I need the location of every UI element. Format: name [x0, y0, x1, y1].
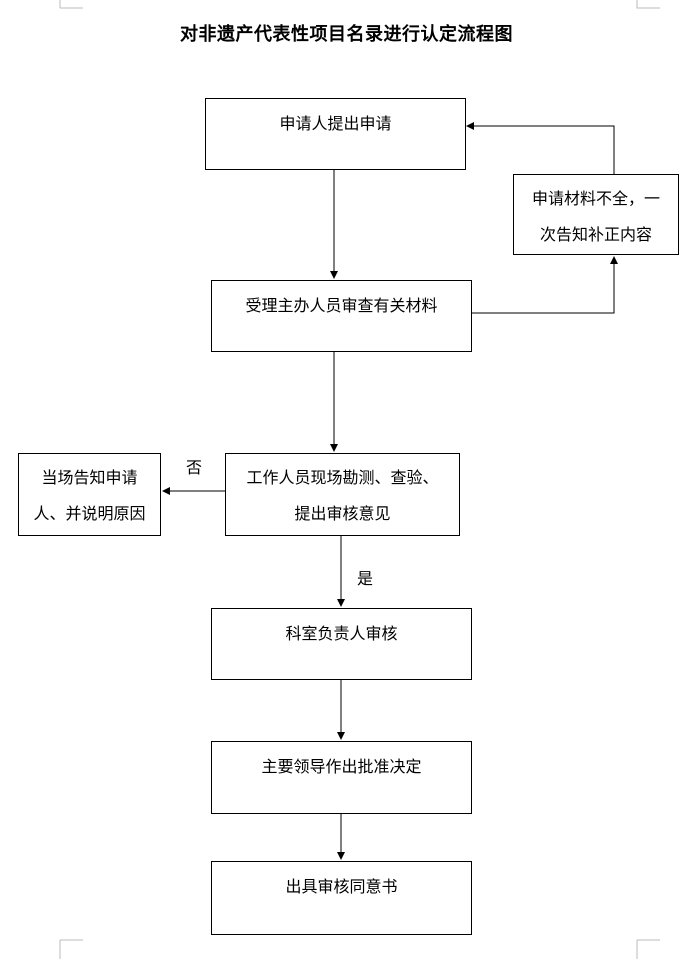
node-inspect-line1: 工作人员现场勘测、查验、	[246, 468, 439, 487]
node-inspect-line2: 提出审核意见	[294, 504, 391, 523]
node-accept-text: 受理主办人员审查有关材料	[245, 296, 438, 315]
edge-label-no: 否	[186, 458, 203, 477]
arrow-incomplete-to-apply	[466, 122, 615, 174]
node-section-review: 科室负责人审核	[211, 608, 472, 680]
node-issue-text: 出具审核同意书	[285, 877, 398, 896]
node-inspect: 工作人员现场勘测、查验、 提出审核意见	[225, 453, 460, 536]
node-incomplete-line1: 申请材料不全，一	[531, 189, 660, 208]
arrow-accept-to-incomplete	[471, 256, 618, 314]
node-incomplete-line2: 次告知补正内容	[539, 225, 652, 244]
edge-label-yes: 是	[357, 569, 374, 588]
node-accept: 受理主办人员审查有关材料	[211, 280, 472, 352]
diagram-title: 对非遗产代表性项目名录进行认定流程图	[180, 24, 513, 45]
node-leader-decision: 主要领导作出批准决定	[211, 741, 472, 814]
node-incomplete: 申请材料不全，一 次告知补正内容	[513, 174, 679, 255]
node-section-review-text: 科室负责人审核	[285, 624, 398, 643]
node-issue: 出具审核同意书	[211, 861, 472, 935]
node-reject: 当场告知申请 人、并说明原因	[18, 453, 161, 536]
node-leader-decision-text: 主要领导作出批准决定	[261, 757, 422, 776]
node-apply: 申请人提出申请	[205, 98, 466, 170]
node-reject-line1: 当场告知申请	[41, 468, 138, 487]
node-reject-line2: 人、并说明原因	[33, 504, 146, 523]
node-apply-text: 申请人提出申请	[279, 114, 392, 133]
